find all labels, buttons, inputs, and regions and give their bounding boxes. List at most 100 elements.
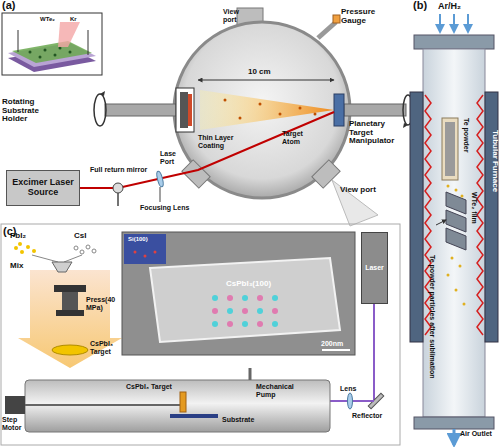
tube-furnace-part [461,195,464,198]
part-label: Pressure Gauge [341,8,381,25]
part-label: Reflector [352,412,397,420]
tube-furnace-part [436,220,446,225]
part-label: CsI [74,232,104,241]
sem-image-part [124,234,166,264]
inset-schematic-part [44,49,47,52]
target-preparation-part [80,250,84,254]
inset-schematic [2,13,102,75]
lattice-dots-part [272,295,278,301]
lattice-dots [212,295,278,327]
inset-schematic-part [39,56,42,59]
tube-furnace-part [445,122,455,176]
pld-chamber-part [170,414,218,418]
plasma-plume-part [259,103,262,106]
plasma-plume [200,90,334,130]
panel-frame-part [1,224,400,445]
tube-furnace-part [423,49,485,417]
pld-chamber-part [5,396,25,414]
target-preparation-part [54,285,86,292]
laser-beam-part [160,187,161,202]
pld-chamber-part [249,368,252,380]
laser-beam-part [156,171,165,188]
target-preparation-part [26,245,30,249]
target-preparation-part [52,262,72,272]
lattice-dots-part [257,308,263,314]
substrate-holder [94,88,194,132]
part-label: Focusing Lens [140,204,200,212]
tube-furnace-part [467,14,469,32]
part-label: View port [223,8,237,23]
plasma-plume-part [279,113,282,116]
pld-chamber-part [25,380,330,432]
part-label: Te powder particles after sublimation [428,255,436,379]
box-label: Laser [365,264,384,272]
part-label: WTe₂ [40,16,70,22]
pld-chamber-part [348,393,353,409]
target-preparation-part [18,270,122,368]
part-label: Rotating Substrate Holder [2,98,64,124]
plasma-plume-part [314,113,317,116]
target-manipulator-part [403,123,408,128]
tube-furnace-part [455,189,458,192]
substrate-holder-part [105,104,176,116]
target-preparation-part [74,246,78,250]
inset-schematic-part [54,54,57,57]
part-label: CsPbI₃ Target [126,383,186,391]
inset-schematic-part [69,51,72,54]
tube-furnace-part [463,303,466,306]
laser-beam-part [80,112,334,188]
part-label: View port [340,186,380,195]
lattice-dots-part [272,308,278,314]
lattice-dots-part [227,308,233,314]
box-label: Excimer Laser Source [7,178,79,198]
pld-chamber-part [25,404,180,406]
tube-furnace-part [485,92,498,342]
part-label: Lens [340,385,365,393]
part-label: WTe₂ film [470,192,478,224]
tube-furnace-part [410,92,423,342]
tube-furnace-part [439,14,441,32]
part-label: Ar/H₂ [438,2,488,12]
target-manipulator-part [334,94,344,126]
tube-furnace-part [414,35,494,49]
inset-schematic-part [29,51,32,54]
part-label: (b) [413,0,435,12]
substrate-holder-part [100,91,105,96]
sem-image-part [134,251,137,254]
dimension-line-part [198,80,334,81]
target-preparation-part [14,246,18,250]
substrate-holder-part [180,92,188,128]
laser-beam-part [117,193,119,206]
tube-furnace [410,14,498,445]
inset-schematic-part [12,41,92,63]
inset-schematic-part [18,30,19,52]
target-preparation-part [62,292,78,310]
lattice-dots-part [272,321,278,327]
substrate-holder-part [188,94,192,126]
target-preparation-part [18,242,22,246]
sem-image-part [122,232,355,355]
part-label: 10 cm [248,68,288,77]
lattice-dots-part [227,295,233,301]
lattice-dots-part [212,308,218,314]
tube-furnace-part [414,417,494,429]
part-label: Target Atom [282,130,316,145]
lattice-dots-part [227,321,233,327]
part-label: CsPbI₃(100) [226,280,296,289]
target-preparation-part [52,345,88,355]
part-label: Press(40 MPa) [86,296,122,311]
part-label: PbI₂ [10,232,40,241]
vacuum-chamber-part [318,22,336,38]
target-preparation-part [92,249,96,253]
lattice-dots-part [212,321,218,327]
part-label: CsPbI₃ Target [90,340,122,355]
part-label: Planetary Target Manipulator [349,120,407,146]
plasma-plume-part [239,117,242,120]
part-label: Thin Layer Coating [198,134,240,149]
sem-image-part [322,349,350,351]
target-preparation-part [56,310,84,316]
target-preparation-part [64,255,82,262]
tube-furnace-part [455,289,458,292]
part-label: Mechanical Pump [256,383,306,398]
lattice-dots-part [242,295,248,301]
